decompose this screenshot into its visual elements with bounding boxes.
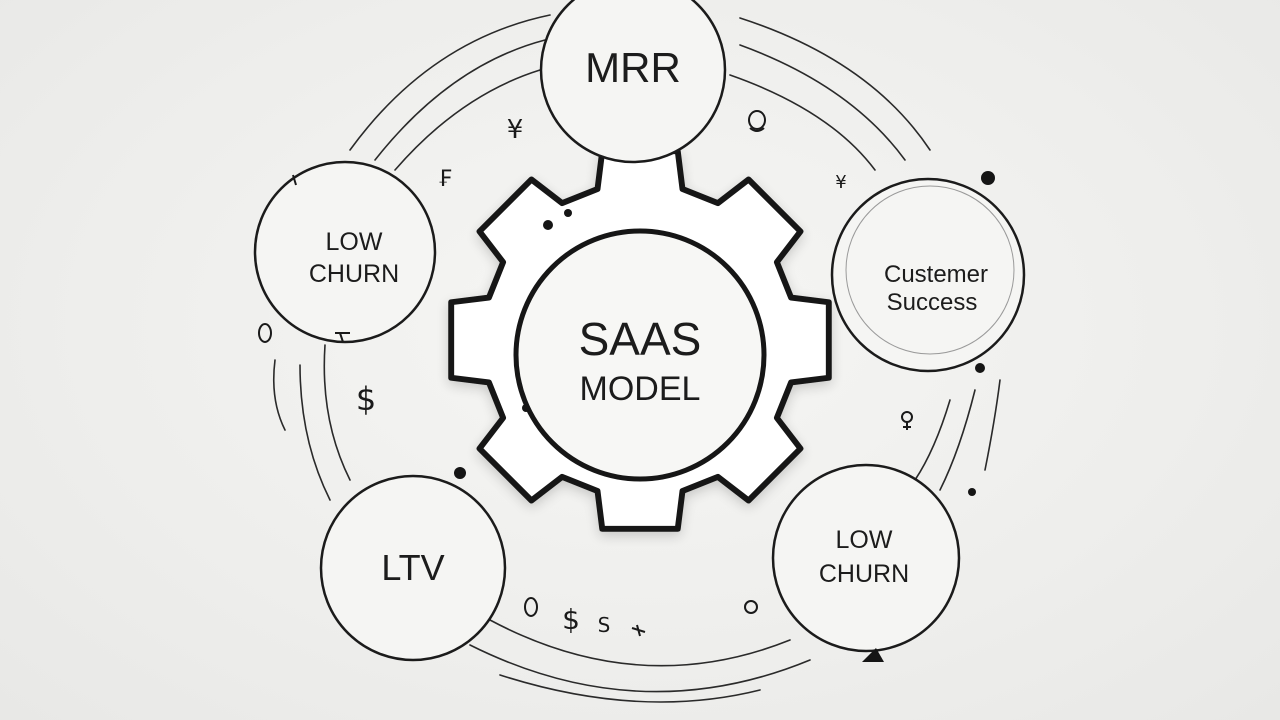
node-low-churn-br-line1: LOW <box>836 526 893 554</box>
orbit-arc <box>984 379 1001 471</box>
center-title-line2: MODEL <box>580 370 701 408</box>
orbit-arc <box>323 344 351 481</box>
node-low-churn-left-line1: LOW <box>326 228 383 256</box>
node-low-churn-br-line2: CHURN <box>819 560 909 588</box>
orbit-arc <box>939 389 976 491</box>
node-ltv <box>319 474 507 662</box>
orbit-arc <box>272 359 286 431</box>
orbit-arc <box>469 644 811 693</box>
s-glyph-icon: S <box>598 613 611 637</box>
orbit-arc <box>394 69 541 171</box>
orbit-arc <box>729 74 876 171</box>
node-accent-dots <box>454 171 995 662</box>
orbit-arc <box>349 14 551 151</box>
node-customer-success <box>830 177 1026 373</box>
orbit-arc <box>739 17 931 151</box>
orbit-arcs <box>272 14 1001 703</box>
node-customer-success-line1: Custemer <box>884 261 988 288</box>
orbit-arc <box>499 674 761 703</box>
orbit-arc <box>299 364 331 501</box>
node-low-churn-bottom-right <box>771 463 961 653</box>
dollar-icon: $ <box>562 603 580 636</box>
dollar-icon: $ <box>356 380 376 418</box>
gear-accent-dots <box>522 209 572 412</box>
node-ltv-label: LTV <box>381 547 444 588</box>
center-title-line1: SAAS <box>579 313 702 365</box>
node-mrr-label: MRR <box>585 44 681 91</box>
orbit-arc <box>489 619 791 667</box>
yen-icon: ¥ <box>507 115 524 145</box>
orbit-arc <box>739 44 906 161</box>
orbit-arc <box>374 39 546 161</box>
franc-icon: ₣ <box>438 167 452 192</box>
node-mrr <box>539 0 727 164</box>
gear-icon <box>448 148 832 532</box>
node-low-churn-left <box>253 160 437 344</box>
node-low-churn-left-line2: CHURN <box>309 260 399 288</box>
orbit-arc <box>914 399 951 481</box>
node-customer-success-line2: Success <box>887 289 978 316</box>
yen-icon: ¥ <box>835 172 846 193</box>
decorative-symbols <box>258 110 913 637</box>
